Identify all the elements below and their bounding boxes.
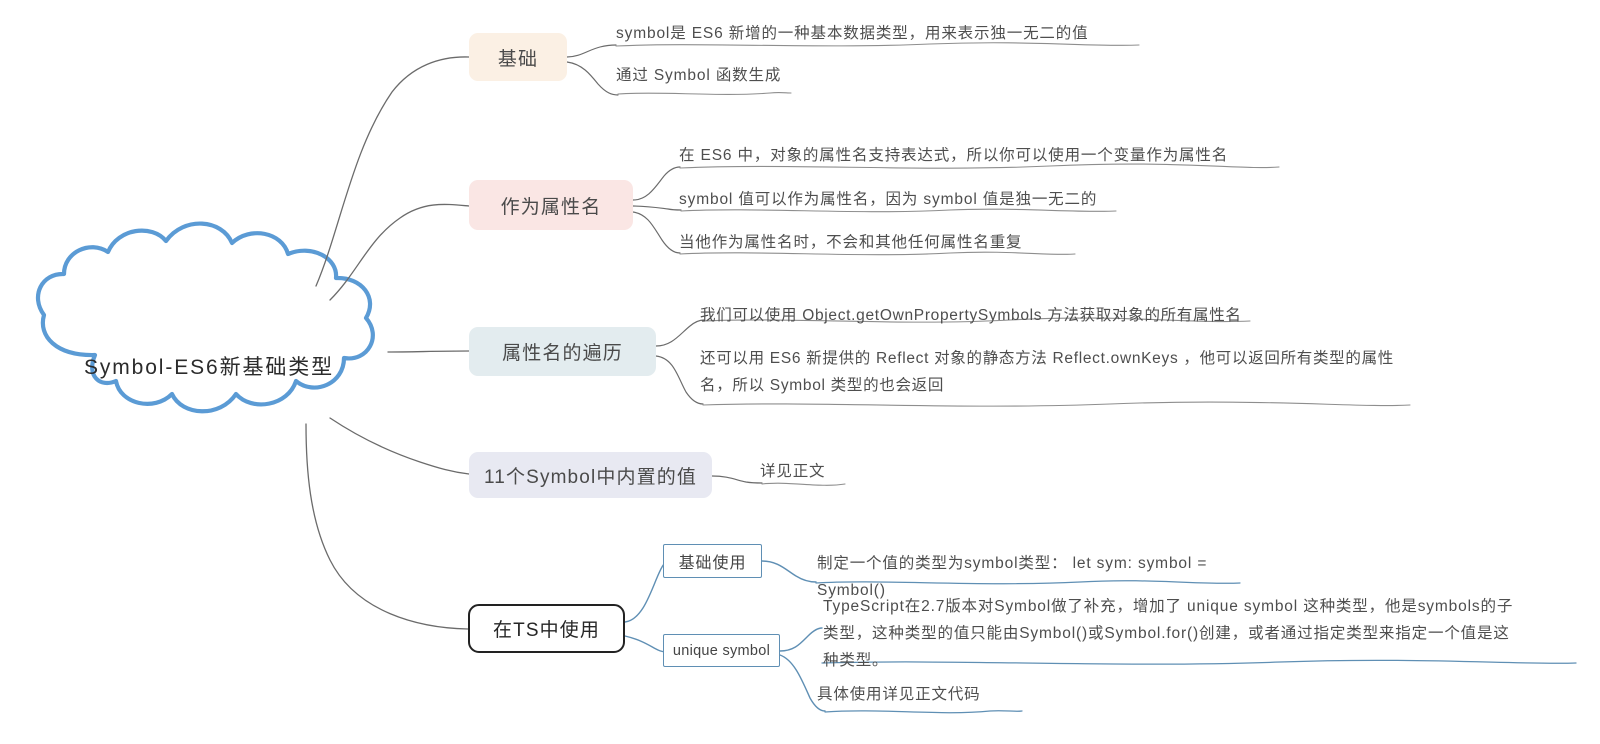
branch-node-as-prop-name-label: 作为属性名 xyxy=(500,196,602,218)
branch-node-builtin-label: 11个Symbol中内置的值 xyxy=(483,466,698,488)
branch-node-basics-label: 基础 xyxy=(497,48,539,70)
branch-node-use-in-ts-label: 在TS中使用 xyxy=(492,620,601,641)
branch-node-unique-symbol-label: unique symbol xyxy=(672,642,771,659)
leaf-text[interactable]: 在 ES6 中，对象的属性名支持表达式，所以你可以使用一个变量作为属性名 xyxy=(679,147,1229,164)
leaf-text[interactable]: symbol是 ES6 新增的一种基本数据类型，用来表示独一无二的值 xyxy=(616,25,1089,42)
branch-node-basic-usage-label: 基础使用 xyxy=(678,555,747,572)
leaf-text[interactable]: TypeScript在2.7版本对Symbol做了补充，增加了 unique s… xyxy=(823,598,1514,669)
root-node[interactable]: Symbol-ES6新基础类型 xyxy=(38,268,388,460)
leaf-text[interactable]: 我们可以使用 Object.getOwnPropertySymbols 方法获取… xyxy=(700,307,1242,324)
connectors-builtin xyxy=(711,475,763,484)
leaf-text[interactable]: 当他作为属性名时，不会和其他任何属性名重复 xyxy=(679,234,1023,251)
branch-node-as-prop-name[interactable]: 作为属性名 xyxy=(469,180,633,230)
branch-node-builtin[interactable]: 11个Symbol中内置的值 xyxy=(469,452,712,498)
connectors-basics xyxy=(566,44,619,96)
leaf-text[interactable]: symbol 值可以作为属性名，因为 symbol 值是独一无二的 xyxy=(679,191,1098,208)
branch-node-basic-usage[interactable]: 基础使用 xyxy=(663,544,762,578)
leaf-text[interactable]: 具体使用详见正文代码 xyxy=(817,686,981,703)
connectors-as-prop-name xyxy=(632,166,682,254)
branch-node-prop-iterate-label: 属性名的遍历 xyxy=(502,343,623,364)
leaf-text[interactable]: 通过 Symbol 函数生成 xyxy=(616,67,782,84)
root-node-label: Symbol-ES6新基础类型 xyxy=(83,356,335,379)
leaf-text[interactable]: 制定一个值的类型为symbol类型： let sym: symbol = Sym… xyxy=(817,555,1208,599)
connectors-prop-iterate xyxy=(655,319,705,405)
branch-node-basics[interactable]: 基础 xyxy=(469,33,567,81)
branch-node-prop-iterate[interactable]: 属性名的遍历 xyxy=(469,327,656,376)
branch-node-use-in-ts[interactable]: 在TS中使用 xyxy=(468,604,625,653)
leaf-text[interactable]: 详见正文 xyxy=(760,463,826,480)
leaf-text[interactable]: 还可以用 ES6 新提供的 Reflect 对象的静态方法 Reflect.ow… xyxy=(700,350,1394,394)
branch-node-unique-symbol[interactable]: unique symbol xyxy=(663,634,780,667)
